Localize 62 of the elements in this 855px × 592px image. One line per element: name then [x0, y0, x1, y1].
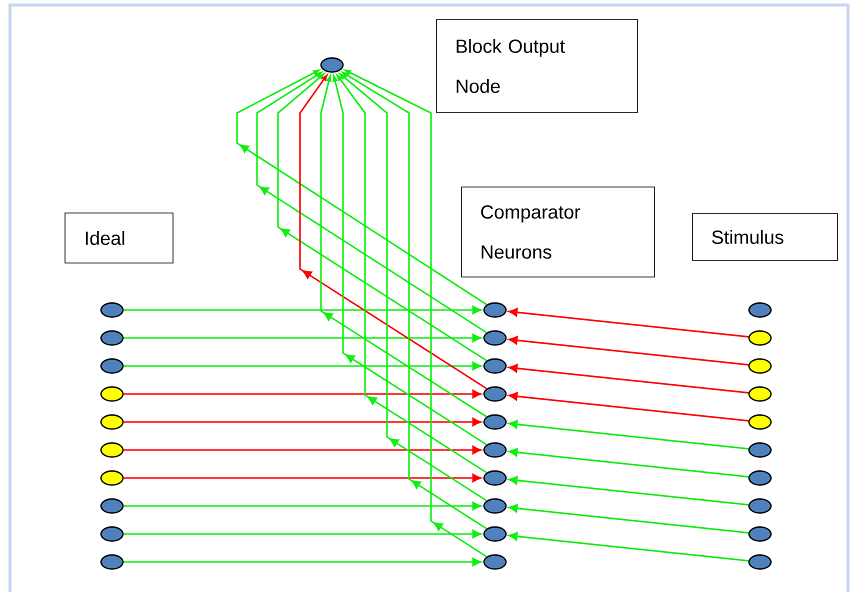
arrow: [508, 448, 749, 478]
neuron-node: [483, 414, 507, 430]
neuron-node: [483, 358, 507, 374]
neuron-node: [100, 442, 124, 458]
arrow: [508, 392, 749, 422]
arrow: [124, 558, 482, 566]
arrow: [299, 74, 488, 390]
arrow: [124, 502, 482, 510]
arrow: [124, 446, 482, 454]
neuron-node: [100, 526, 124, 542]
arrow: [124, 334, 482, 342]
arrow: [508, 504, 749, 534]
arrow: [508, 420, 749, 450]
neuron-node: [100, 498, 124, 514]
arrow: [236, 70, 488, 306]
neuron-node: [483, 526, 507, 542]
neuron-node: [100, 386, 124, 402]
label-text: Block Output Node: [456, 39, 565, 93]
arrow: [508, 476, 749, 506]
neuron-node: [100, 554, 124, 570]
label-text: Stimulus: [712, 230, 784, 244]
neuron-node: [100, 414, 124, 430]
neuron-node: [483, 302, 507, 318]
arrow: [508, 308, 749, 338]
neuron-node: [483, 470, 507, 486]
arrow: [124, 390, 482, 398]
neuron-node: [320, 57, 344, 73]
neuron-node: [748, 358, 772, 374]
neuron-node: [100, 330, 124, 346]
neuron-node: [483, 498, 507, 514]
neuron-node: [748, 554, 772, 570]
label-box: [436, 19, 638, 113]
neuron-node: [748, 330, 772, 346]
arrow: [124, 474, 482, 482]
arrow: [124, 306, 482, 314]
label-box: [692, 213, 838, 261]
neuron-node: [483, 442, 507, 458]
arrow: [124, 418, 482, 426]
label-text: Comparator Neurons: [481, 205, 580, 259]
neuron-node: [748, 442, 772, 458]
arrow: [508, 532, 749, 562]
neuron-node: [748, 414, 772, 430]
neuron-node: [100, 358, 124, 374]
arrow: [256, 72, 488, 334]
arrow: [277, 73, 488, 362]
neuron-node: [100, 302, 124, 318]
neuron-node: [748, 386, 772, 402]
neuron-node: [483, 554, 507, 570]
arrow: [508, 336, 749, 366]
arrow: [508, 364, 749, 394]
neuron-node: [100, 470, 124, 486]
arrow: [124, 530, 482, 538]
neuron-node: [483, 330, 507, 346]
neuron-node: [748, 526, 772, 542]
label-box: [64, 212, 174, 264]
neuron-node: [748, 302, 772, 318]
label-text: Ideal: [86, 231, 124, 245]
arrow: [124, 362, 482, 370]
neuron-node: [483, 386, 507, 402]
neuron-node: [748, 470, 772, 486]
label-box: [461, 186, 655, 278]
neuron-node: [748, 498, 772, 514]
